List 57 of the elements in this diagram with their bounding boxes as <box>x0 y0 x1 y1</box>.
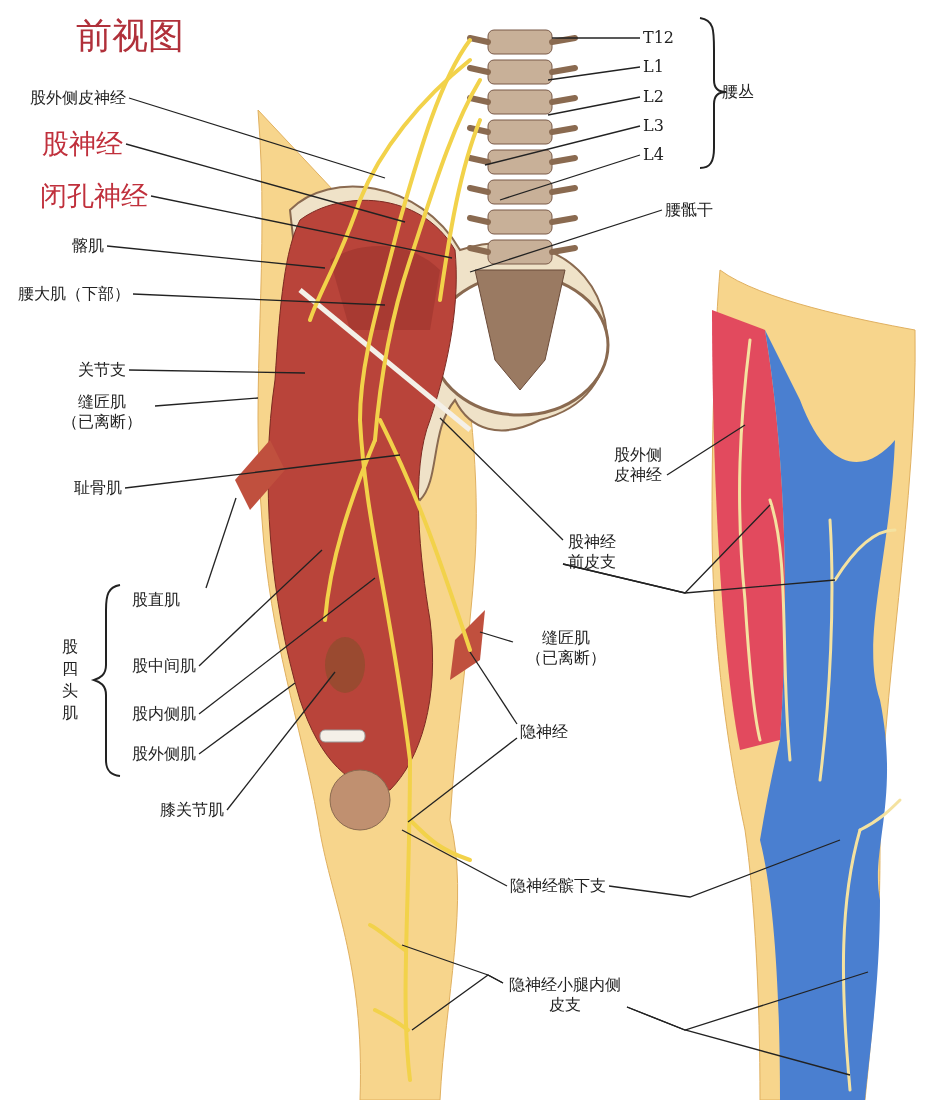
part-label: 关节支 <box>78 360 126 380</box>
part-label: 闭孔神经 <box>40 180 148 212</box>
part-label: 隐神经小腿内侧皮支 <box>506 975 624 1015</box>
part-label: 腰大肌（下部） <box>18 284 130 304</box>
leader-line <box>551 37 641 39</box>
part-label: T12 <box>643 28 675 48</box>
part-label: 股外侧皮神经 <box>30 88 126 108</box>
leader-line <box>666 424 746 476</box>
part-label: 股外侧肌 <box>132 744 196 764</box>
leader-line <box>132 293 386 306</box>
part-label: L4 <box>643 145 664 165</box>
leader-line <box>125 143 406 223</box>
leader-line <box>547 96 641 116</box>
part-label: L2 <box>643 87 664 107</box>
bracket-label: 腰丛 <box>722 82 754 102</box>
leader-line <box>198 577 376 715</box>
leader-line <box>198 549 323 667</box>
part-label: 膝关节肌 <box>160 800 224 820</box>
part-label: 缝匠肌（已离断） <box>516 628 616 668</box>
leader-line <box>106 245 326 269</box>
part-label: 股内侧肌 <box>132 704 196 724</box>
part-label: 缝匠肌（已离断） <box>52 392 152 432</box>
leader-line <box>205 497 237 589</box>
leader-line <box>479 631 514 643</box>
leader-line <box>562 563 836 594</box>
leader-line <box>124 454 401 489</box>
leader-line <box>407 737 518 823</box>
leader-line <box>128 369 306 374</box>
leader-line <box>439 417 564 541</box>
part-label: 股直肌 <box>132 590 180 610</box>
leader-line <box>150 195 453 259</box>
part-label: 耻骨肌 <box>74 478 122 498</box>
part-label: 隐神经髌下支 <box>510 876 606 896</box>
leader-line <box>469 651 518 725</box>
part-label: 腰骶干 <box>665 200 713 220</box>
leader-line <box>547 66 641 81</box>
part-label: 髂肌 <box>72 236 104 256</box>
part-label: 股神经 <box>42 128 123 160</box>
leader-line <box>499 154 641 201</box>
leader-line <box>469 209 663 273</box>
leader-line <box>198 682 296 755</box>
leader-line <box>484 125 641 166</box>
part-label: L1 <box>643 57 664 77</box>
leader-line <box>411 974 504 1031</box>
title: 前视图 <box>76 14 184 58</box>
leader-line <box>128 97 386 179</box>
leader-line <box>226 671 336 811</box>
part-label: 股中间肌 <box>132 656 196 676</box>
leader-line <box>401 829 508 887</box>
part-label: 隐神经 <box>520 722 568 742</box>
leader-line <box>608 839 841 898</box>
part-label: L3 <box>643 116 664 136</box>
leader-line <box>154 397 259 407</box>
leader-line <box>626 1006 851 1076</box>
part-label: 股外侧皮神经 <box>612 445 664 485</box>
group-label: 股四头肌 <box>62 636 79 724</box>
part-label: 股神经前皮支 <box>566 532 618 572</box>
